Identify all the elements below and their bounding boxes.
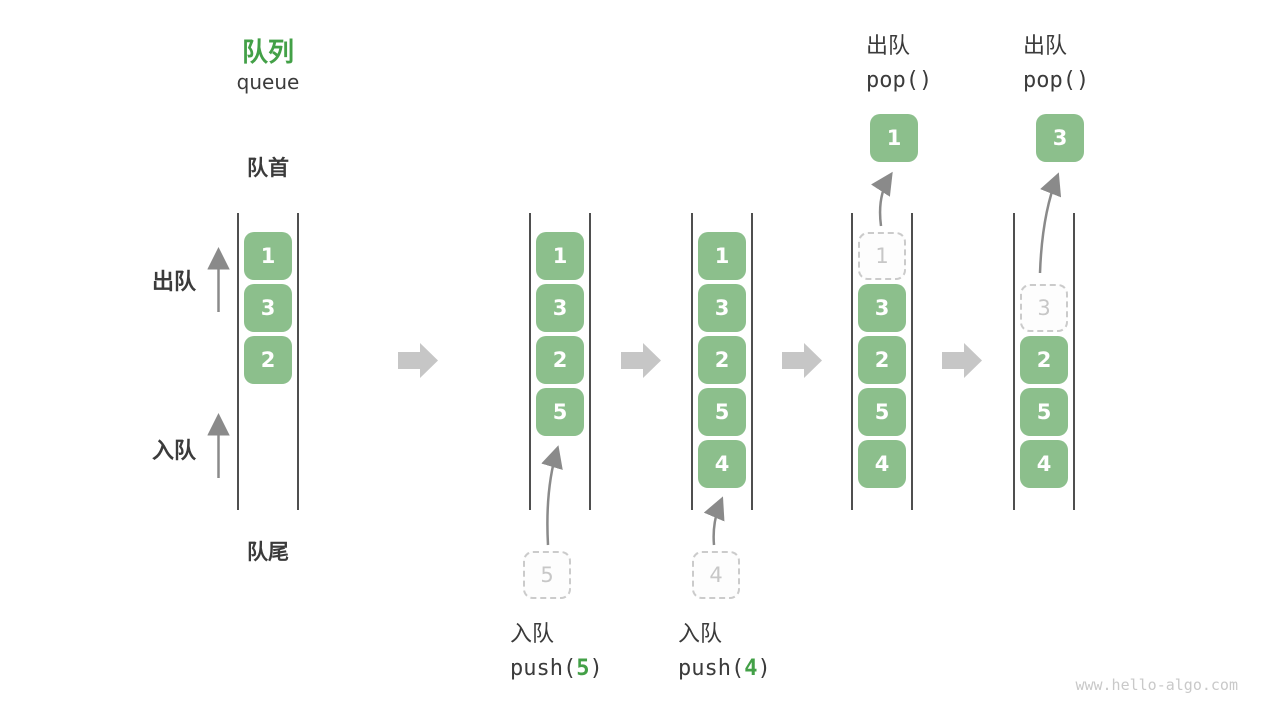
dequeued-slot: 1 [858, 232, 906, 280]
staged-item: 5 [523, 551, 571, 599]
queue-rear-label: 队尾 [247, 540, 289, 564]
channel-wall [911, 213, 913, 510]
channel-wall [751, 213, 753, 510]
enqueue-label: 入队 [678, 622, 723, 647]
transition-right-arrow-icon [621, 343, 661, 378]
transition-right-arrow-icon [942, 343, 982, 378]
popped-item: 1 [870, 114, 918, 162]
enqueue-curve-arrow-icon [703, 496, 725, 546]
watermark: www.hello-algo.com [1075, 676, 1238, 694]
push-code: push(4) [678, 652, 771, 686]
dequeue-curve-arrow-icon [1038, 172, 1062, 274]
queue-item: 2 [536, 336, 584, 384]
queue-item: 2 [244, 336, 292, 384]
dequeue-label: 出队 [1023, 34, 1068, 59]
transition-right-arrow-icon [398, 343, 438, 378]
enqueue-label: 入队 [510, 622, 555, 647]
channel-wall [297, 213, 299, 510]
transition-right-arrow-icon [782, 343, 822, 378]
code-prefix: push( [678, 656, 745, 681]
enqueue-operation-label: 入队 push(4) [678, 618, 771, 686]
queue-item: 3 [244, 284, 292, 332]
queue-item: 2 [698, 336, 746, 384]
queue-item: 4 [1020, 440, 1068, 488]
queue-item: 5 [536, 388, 584, 436]
channel-wall [1013, 213, 1015, 510]
code-arg: 5 [576, 656, 590, 681]
channel-wall [1073, 213, 1075, 510]
diagram-title-zh: 队列 [241, 38, 294, 68]
channel-wall [851, 213, 853, 510]
pop-code: pop() [1023, 68, 1090, 93]
diagram-title-en: queue [236, 70, 300, 94]
queue-item: 3 [698, 284, 746, 332]
queue-item: 5 [698, 388, 746, 436]
enqueue-side-label: 入队 [152, 439, 197, 464]
enqueue-curve-arrow-icon [541, 445, 563, 546]
dequeued-slot: 3 [1020, 284, 1068, 332]
code-prefix: push( [510, 656, 577, 681]
staged-item: 4 [692, 551, 740, 599]
dequeue-curve-arrow-icon [871, 171, 893, 227]
queue-item: 5 [1020, 388, 1068, 436]
queue-item: 4 [698, 440, 746, 488]
code-suffix: ) [589, 656, 603, 681]
dequeue-operation-label: 出队 pop() [866, 30, 932, 98]
channel-wall [589, 213, 591, 510]
queue-front-label: 队首 [247, 156, 289, 180]
dequeue-label: 出队 [866, 34, 911, 59]
queue-item: 4 [858, 440, 906, 488]
channel-wall [237, 213, 239, 510]
channel-wall [691, 213, 693, 510]
pop-code: pop() [866, 68, 933, 93]
enqueue-operation-label: 入队 push(5) [510, 618, 603, 686]
queue-item: 3 [536, 284, 584, 332]
queue-item: 1 [244, 232, 292, 280]
dequeue-operation-label: 出队 pop() [1023, 30, 1089, 98]
queue-item: 1 [698, 232, 746, 280]
dequeue-side-label: 出队 [152, 270, 197, 295]
popped-item: 3 [1036, 114, 1084, 162]
queue-item: 1 [536, 232, 584, 280]
code-suffix: ) [757, 656, 771, 681]
code-arg: 4 [744, 656, 758, 681]
queue-item: 2 [1020, 336, 1068, 384]
queue-item: 3 [858, 284, 906, 332]
queue-item: 2 [858, 336, 906, 384]
push-code: push(5) [510, 652, 603, 686]
channel-wall [529, 213, 531, 510]
queue-item: 5 [858, 388, 906, 436]
